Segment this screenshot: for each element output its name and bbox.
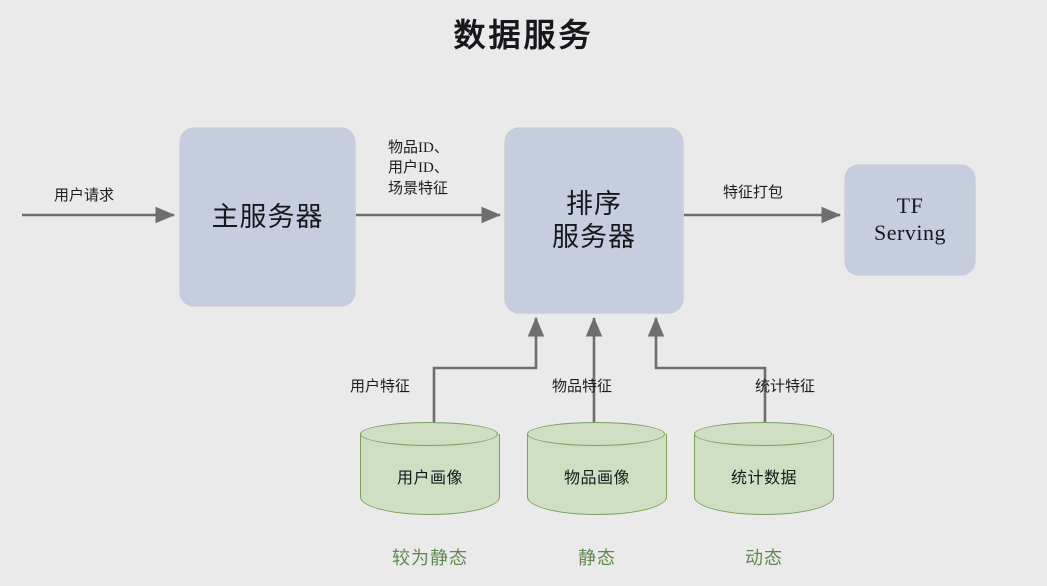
edge-label-user-request: 用户请求: [54, 188, 115, 204]
datastore-statistic-data[interactable]: 统计数据: [694, 422, 834, 527]
cylinder-body-icon: [360, 434, 500, 515]
node-rank-server[interactable]: 排序 服务器: [505, 128, 683, 313]
node-main-server-label: 主服务器: [211, 201, 324, 232]
edge-label-feature-packing: 特征打包: [723, 185, 784, 201]
cylinder-top-icon: [527, 422, 665, 446]
datastore-statistic-data-label: 统计数据: [730, 470, 797, 487]
node-main-server[interactable]: 主服务器: [180, 128, 355, 306]
datastore-statistic-data-caption: 动态: [745, 548, 783, 568]
node-tf-serving-label: TF Serving: [874, 193, 946, 245]
datastore-user-profile-caption: 较为静态: [392, 548, 468, 568]
edge-label-user-feature: 用户特征: [350, 379, 411, 395]
cylinder-body-icon: [527, 434, 667, 515]
edge-label-item-feature: 物品特征: [552, 379, 613, 395]
datastore-item-profile-caption: 静态: [578, 548, 616, 568]
cylinder-top-icon: [360, 422, 498, 446]
datastore-user-profile-label: 用户画像: [396, 470, 463, 487]
datastore-user-profile[interactable]: 用户画像: [360, 422, 500, 527]
node-rank-server-label: 排序 服务器: [552, 188, 636, 252]
edge-label-ids-and-scene: 物品ID、 用户ID、 场景特征: [388, 140, 449, 197]
cylinder-body-icon: [694, 434, 834, 515]
cylinder-top-icon: [694, 422, 832, 446]
datastore-item-profile[interactable]: 物品画像: [527, 422, 667, 527]
edge-label-statistic-feature: 统计特征: [755, 379, 816, 395]
node-tf-serving[interactable]: TF Serving: [845, 165, 975, 275]
datastore-item-profile-label: 物品画像: [563, 470, 630, 487]
page-title: 数据服务: [453, 17, 594, 53]
